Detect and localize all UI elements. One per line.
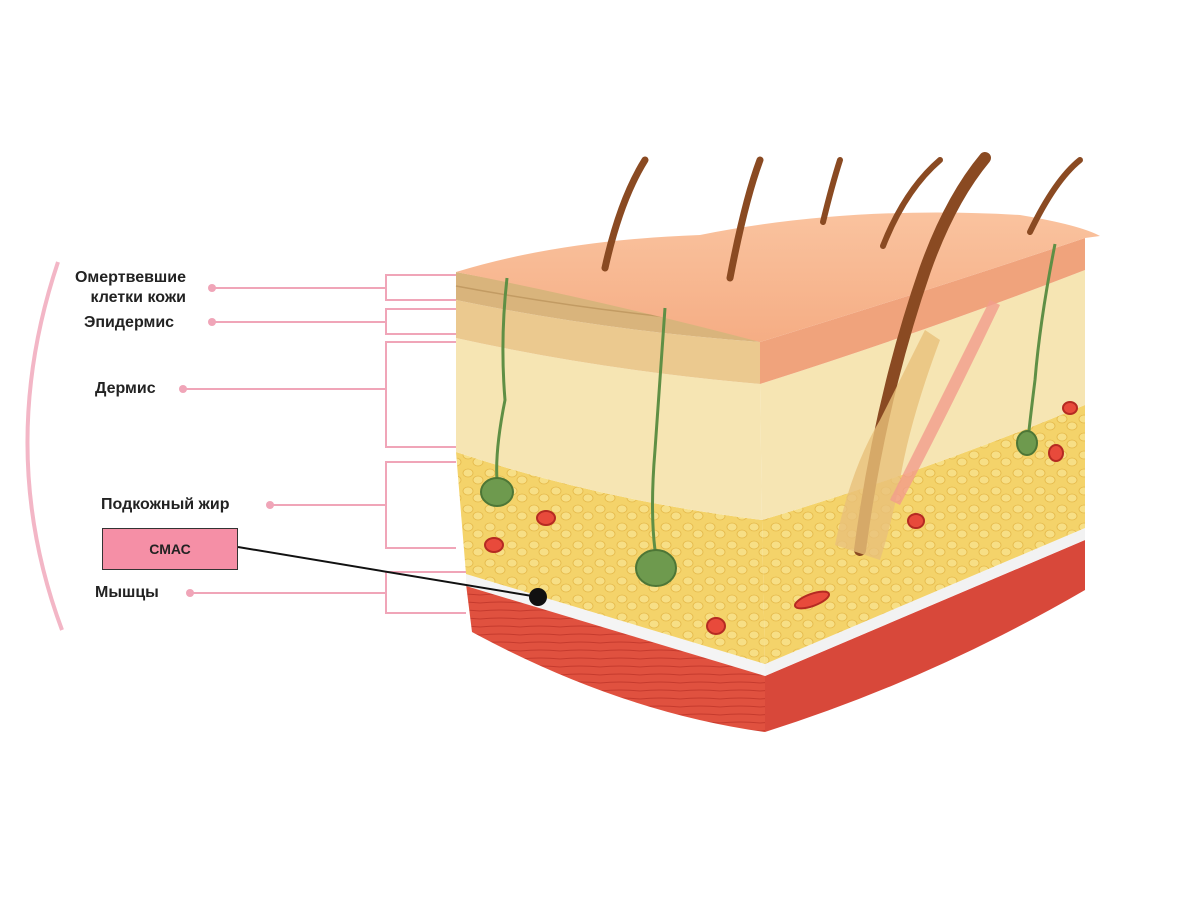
smas-pointer-line <box>237 546 539 598</box>
label-muscles: Мышцы <box>95 584 159 601</box>
vessel-4 <box>907 513 925 529</box>
leader-dots <box>179 284 274 597</box>
dot-muscles <box>186 589 194 597</box>
smas-pointer-dot <box>529 588 547 606</box>
vessel-3 <box>706 617 726 635</box>
front-face <box>455 272 765 732</box>
vessel-2 <box>484 537 504 553</box>
gland-coil-3 <box>1016 430 1038 456</box>
arrector-muscle <box>890 300 1000 505</box>
gland-duct-1 <box>495 277 509 481</box>
hair-4 <box>880 157 943 249</box>
label-dead-cells-line1: Омертвевшие <box>74 269 186 286</box>
bracket-fat <box>385 461 456 549</box>
hair-follicle <box>835 330 940 560</box>
hair-5 <box>1027 157 1083 235</box>
hair-1 <box>601 156 649 272</box>
label-smas: СМАС <box>149 541 191 557</box>
hair-3 <box>820 157 843 225</box>
vessel-5 <box>1048 444 1064 462</box>
label-dermis: Дермис <box>95 380 156 397</box>
gland-coil-2 <box>635 549 677 587</box>
side-fat <box>762 405 1085 664</box>
smas-label-box: СМАС <box>102 528 238 570</box>
vessel-6 <box>1062 401 1078 415</box>
fat-layer <box>456 452 765 664</box>
bracket-arc <box>25 261 64 631</box>
epidermis-layer <box>456 300 760 384</box>
label-epidermis: Эпидермис <box>84 314 175 331</box>
side-muscle <box>765 540 1085 732</box>
vessel-7 <box>793 590 831 610</box>
gland-duct-2 <box>651 307 667 551</box>
bracket-dermis <box>385 341 456 448</box>
bracket-dead-cells <box>385 274 456 301</box>
sweat-glands <box>495 243 1057 551</box>
dead-cells-layer <box>456 272 760 342</box>
hair-2 <box>726 156 764 282</box>
side-fascia <box>765 528 1085 676</box>
side-dermis <box>760 270 1085 520</box>
leader-lines <box>183 274 466 614</box>
dot-dead-cells <box>208 284 216 292</box>
side-epidermis <box>760 238 1085 384</box>
bracket-epidermis <box>385 308 456 335</box>
dermis-layer <box>456 338 762 520</box>
gland-coil-1 <box>480 477 514 507</box>
gland-coils <box>480 430 1038 587</box>
label-subcutaneous-fat: Подкожный жир <box>101 496 230 513</box>
bracket-muscles <box>385 571 466 614</box>
vessel-1 <box>536 510 556 526</box>
blood-vessels <box>484 401 1078 635</box>
dot-dermis <box>179 385 187 393</box>
muscle-layer <box>466 584 765 732</box>
dot-fat <box>266 501 274 509</box>
gland-duct-3 <box>1026 243 1057 441</box>
side-face <box>760 238 1085 732</box>
label-dead-cells: Омертвевшие клетки кожи <box>40 268 186 308</box>
dot-epidermis <box>208 318 216 326</box>
label-dead-cells-line2: клетки кожи <box>90 289 186 306</box>
